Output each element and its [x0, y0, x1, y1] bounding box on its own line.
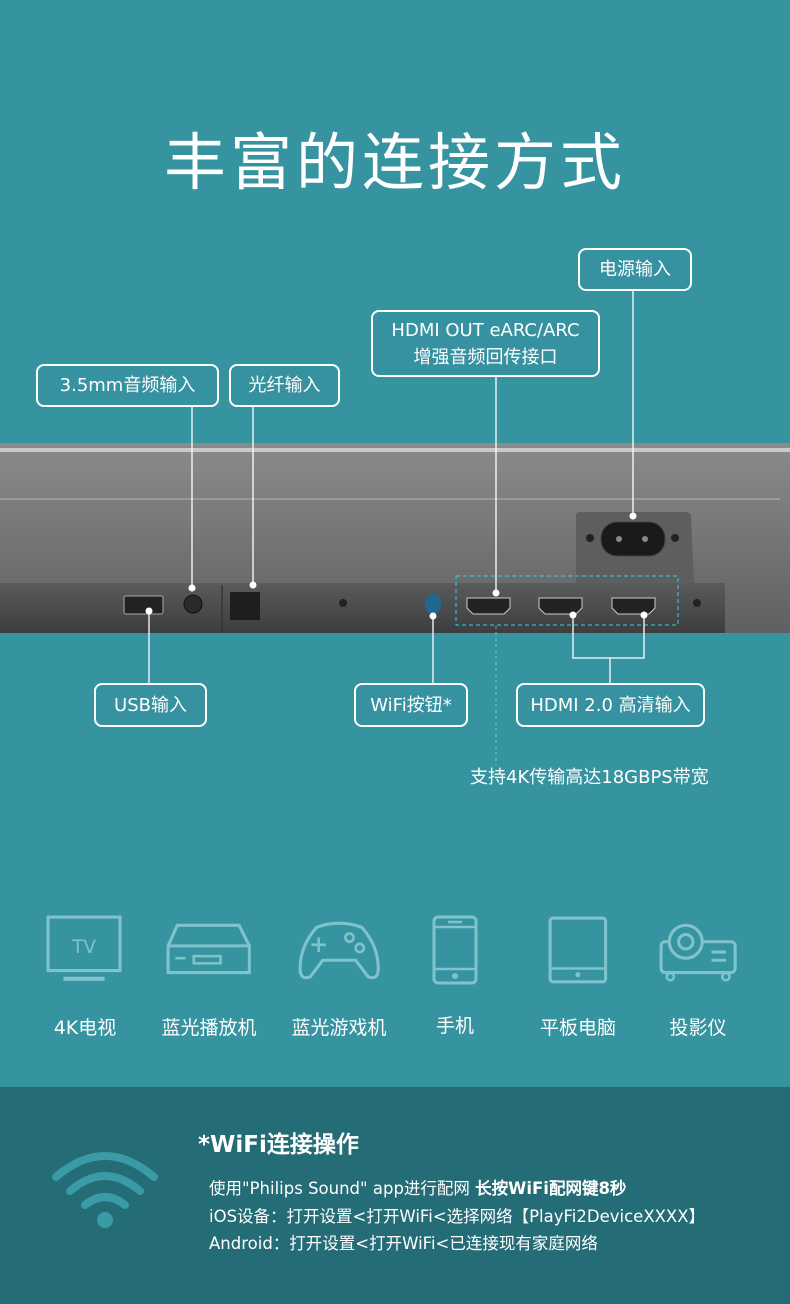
wifi-button	[425, 594, 441, 614]
aux-input-label: 3.5mm音频输入	[36, 364, 219, 407]
usb-port	[123, 595, 164, 615]
phone-icon	[432, 915, 478, 985]
device-phone: 手机	[400, 915, 510, 1038]
device-label: 投影仪	[669, 1017, 727, 1039]
device-tablet: 平板电脑	[523, 915, 633, 1040]
hdmi-out-label-line2: 增强音频回传接口	[413, 346, 558, 368]
hdmi-group-highlight	[455, 575, 679, 626]
projector-icon	[659, 923, 737, 982]
hdmi-in-port-1	[538, 597, 583, 615]
wifi-step-android: Android：打开设置<打开WiFi<已连接现有家庭网络	[209, 1234, 598, 1253]
wifi-icon	[52, 1152, 158, 1228]
device-projector: 投影仪	[643, 915, 753, 1040]
optical-port	[230, 592, 260, 620]
tv-icon: TV	[46, 915, 122, 981]
device-tv: TV 4K电视	[30, 915, 140, 1040]
device-bluray-player: 蓝光播放机	[154, 915, 264, 1040]
wifi-button-label: WiFi按钮*	[354, 683, 468, 727]
page-title: 丰富的连接方式	[163, 126, 626, 199]
aux-port	[183, 594, 203, 614]
optical-input-label: 光纤输入	[229, 364, 340, 407]
wifi-step-app-text: 使用"Philips Sound" app进行配网	[209, 1179, 476, 1198]
device-label: 4K电视	[53, 1017, 117, 1039]
device-label: 蓝光播放机	[161, 1017, 257, 1039]
wifi-step-app-emphasis: 长按WiFi配网键8秒	[475, 1179, 627, 1198]
callout-lines	[148, 290, 645, 683]
wifi-step-ios: iOS设备：打开设置<打开WiFi<选择网络【PlayFi2DeviceXXXX…	[209, 1207, 706, 1226]
gamepad-icon	[298, 921, 380, 980]
hdmi-in-label: HDMI 2.0 高清输入	[516, 683, 705, 727]
device-game-console: 蓝光游戏机	[284, 915, 394, 1040]
device-label: 手机	[435, 1015, 474, 1037]
power-input-label: 电源输入	[578, 248, 692, 291]
hdmi-out-port	[466, 597, 511, 615]
usb-input-label: USB输入	[94, 683, 207, 727]
device-label: 蓝光游戏机	[291, 1017, 387, 1039]
hdmi-in-port-2	[611, 597, 656, 615]
wifi-section-title: *WiFi连接操作	[198, 1132, 359, 1158]
power-socket	[600, 521, 666, 557]
wifi-instructions-panel	[0, 1087, 790, 1304]
bluray-player-icon	[166, 923, 251, 975]
tv-icon-text: TV	[71, 937, 96, 958]
device-label: 平板电脑	[539, 1017, 616, 1039]
hdmi-bandwidth-note: 支持4K传输高达18GBPS带宽	[470, 767, 709, 788]
tablet-icon	[548, 916, 608, 984]
soundbar-rear-illustration	[0, 290, 790, 765]
hdmi-out-label-line1: HDMI OUT eARC/ARC	[391, 319, 580, 341]
wifi-step-app: 使用"Philips Sound" app进行配网 长按WiFi配网键8秒	[209, 1175, 626, 1199]
hdmi-out-label: HDMI OUT eARC/ARC 增强音频回传接口	[371, 310, 600, 377]
